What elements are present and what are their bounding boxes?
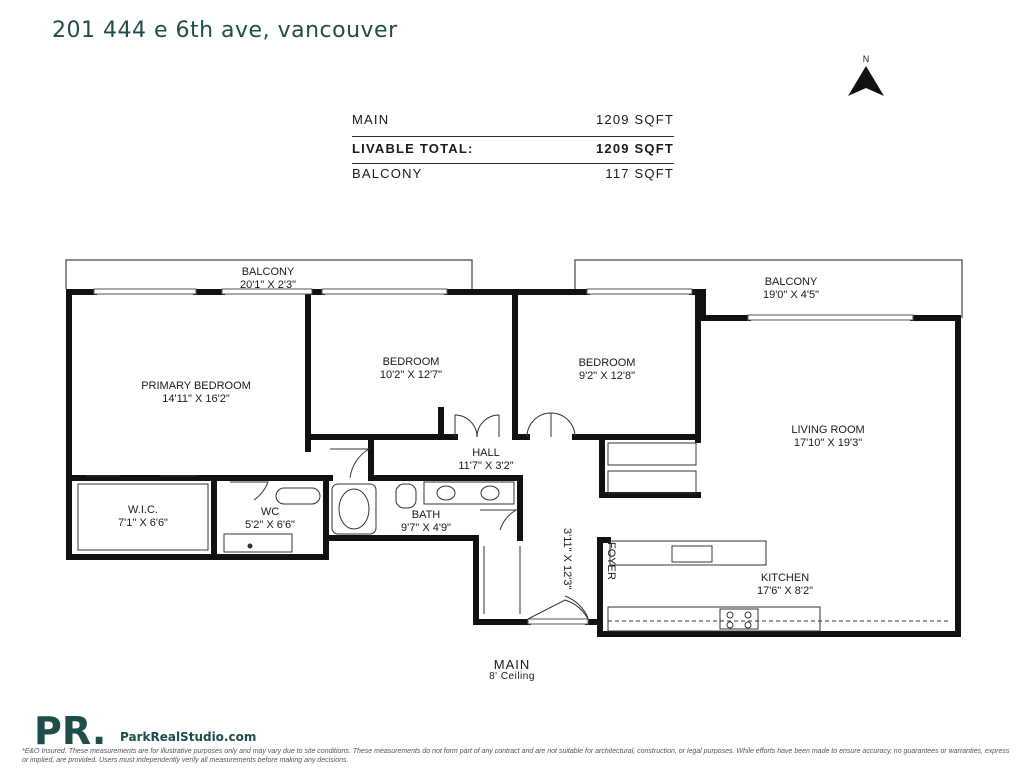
brand-logo: PR. ParkRealStudio.com — [34, 712, 256, 746]
balcony-outlines — [65, 259, 963, 318]
summary-row-livable-total: LIVABLE TOTAL: 1209 SQFT — [352, 136, 674, 164]
bedroom-1-dims: 10'2" X 12'7" — [380, 369, 442, 381]
hall-dims: 11'7" X 3'2" — [458, 460, 513, 472]
bedroom-2-dims: 9'2" X 12'8" — [579, 370, 635, 382]
kitchen-name: KITCHEN — [761, 572, 809, 584]
fixtures — [77, 442, 950, 632]
north-indicator: N — [846, 54, 886, 98]
bath-name: BATH — [412, 509, 441, 521]
room-labels: BALCONY 20'1" X 2'3" BALCONY 19'0" X 4'5… — [118, 266, 865, 597]
windows — [93, 288, 914, 625]
door-swings — [230, 412, 589, 620]
balcony-left-name: BALCONY — [242, 266, 295, 278]
foyer-name: FOYER — [605, 542, 617, 580]
disclaimer-text: *E&O Insured. These measurements are for… — [22, 748, 1010, 764]
wc-name: WC — [261, 506, 279, 518]
logo-mark-text: PR. — [34, 712, 106, 746]
pr-logo-icon: PR. — [34, 712, 126, 746]
floor-subtitle: 8' Ceiling — [489, 671, 535, 682]
wic-name: W.I.C. — [128, 504, 158, 516]
summary-row-balcony: BALCONY 117 SQFT — [352, 164, 674, 190]
bedroom-2-name: BEDROOM — [579, 357, 636, 369]
balcony-right-dims: 19'0" X 4'5" — [763, 289, 819, 301]
brand-name: ParkRealStudio.com — [120, 730, 257, 744]
summary-row-main: MAIN 1209 SQFT — [352, 110, 674, 136]
summary-value: 1209 SQFT — [596, 141, 674, 156]
summary-value: 1209 SQFT — [596, 112, 674, 127]
living-room-dims: 17'10" X 19'3" — [794, 437, 862, 449]
summary-label: MAIN — [352, 112, 390, 127]
walls — [66, 289, 961, 637]
property-address: 201 444 e 6th ave, vancouver — [52, 18, 398, 43]
living-room-name: LIVING ROOM — [791, 424, 864, 436]
balcony-left-dims: 20'1" X 2'3" — [240, 279, 296, 291]
wic-dims: 7'1" X 6'6" — [118, 517, 168, 529]
bath-dims: 9'7" X 4'9" — [401, 522, 451, 534]
summary-label: LIVABLE TOTAL: — [352, 141, 474, 156]
kitchen-dims: 17'6" X 8'2" — [757, 585, 813, 597]
area-summary-table: MAIN 1209 SQFT LIVABLE TOTAL: 1209 SQFT … — [352, 110, 674, 190]
hall-name: HALL — [472, 447, 500, 459]
primary-bedroom-name: PRIMARY BEDROOM — [141, 380, 251, 392]
summary-label: BALCONY — [352, 166, 423, 181]
north-label: N — [862, 54, 870, 64]
wc-dims: 5'2" X 6'6" — [245, 519, 295, 531]
bedroom-1-name: BEDROOM — [383, 356, 440, 368]
floor-title: MAIN — [493, 657, 531, 672]
summary-value: 117 SQFT — [605, 166, 674, 181]
primary-bedroom-dims: 14'11" X 16'2" — [162, 393, 230, 405]
north-arrow-icon — [848, 66, 884, 96]
balcony-right-name: BALCONY — [765, 276, 818, 288]
foyer-dims: 3'11" X 12'3" — [561, 528, 573, 589]
